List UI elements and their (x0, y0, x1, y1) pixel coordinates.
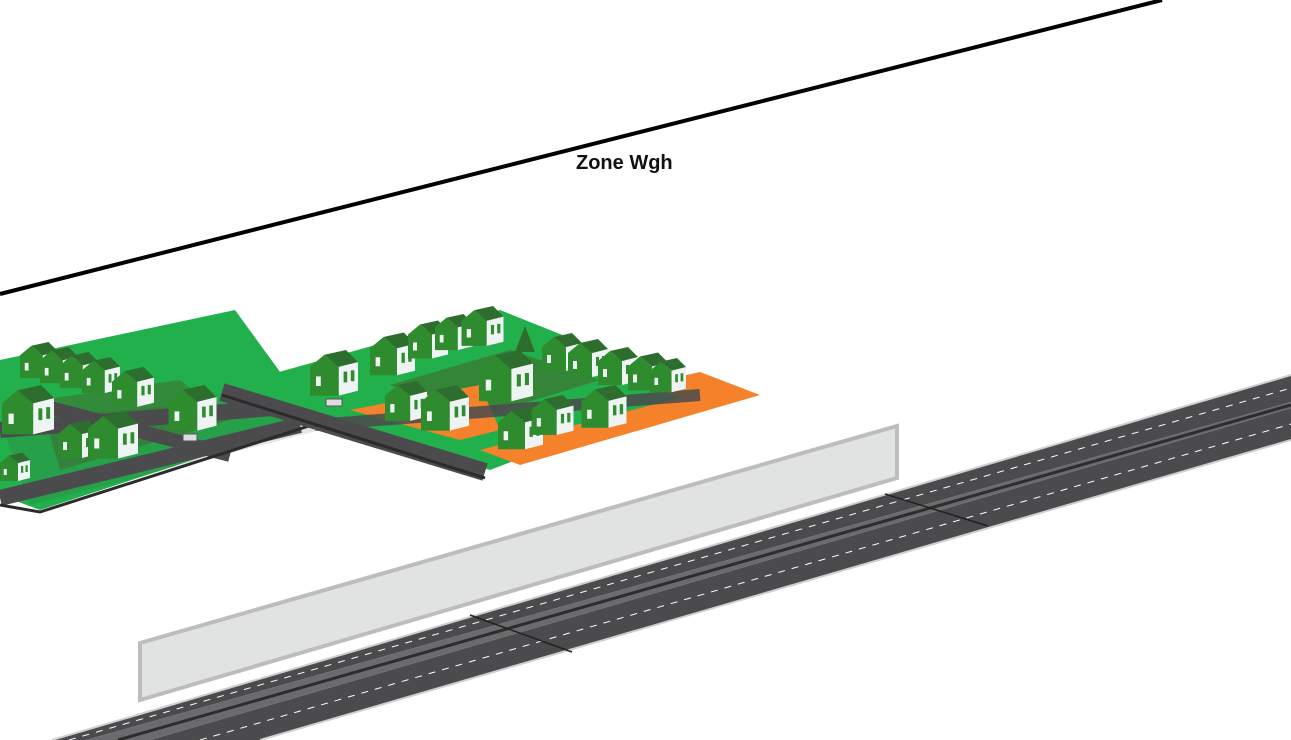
houses (0, 306, 686, 481)
noise-barrier (138, 423, 899, 703)
zone-label: Zone Wgh (576, 152, 673, 174)
highway (51, 374, 1291, 740)
zone-boundary-line (0, 0, 1163, 296)
vehicles (182, 398, 343, 442)
